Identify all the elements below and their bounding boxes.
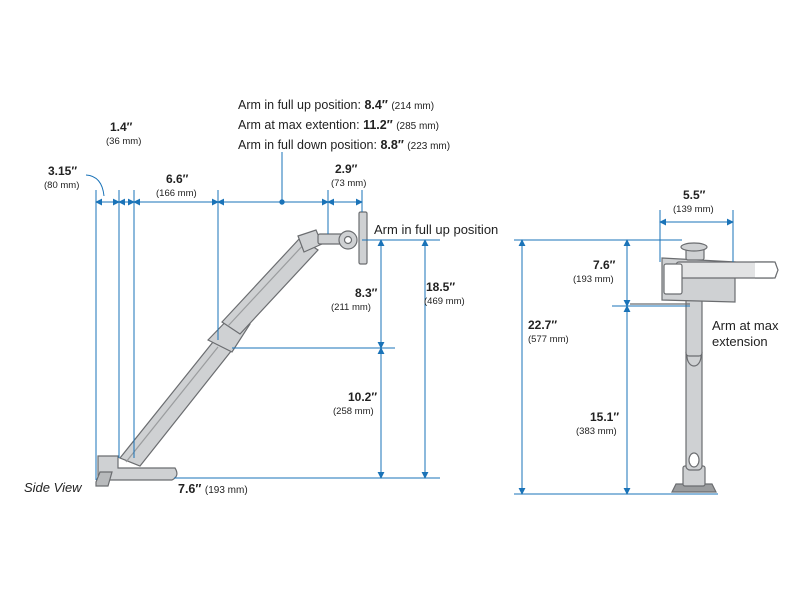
side-view-caption: Side View (24, 480, 82, 495)
dim-1-4-inch: 1.4″ (110, 120, 133, 134)
dim-22-7-mm: (577 mm) (528, 334, 569, 345)
max-extension-callout-line2: extension (712, 334, 768, 349)
dim-6-6-inch: 6.6″ (166, 172, 189, 186)
side-arm-illustration (95, 211, 368, 487)
dim-15-1-inch: 15.1″ (590, 410, 620, 424)
max-extension-callout-line1: Arm at max (712, 318, 779, 333)
dim-3-15-mm: (80 mm) (44, 180, 80, 191)
dim-18-5-mm: (469 mm) (424, 296, 465, 307)
front-dimension-lines (514, 210, 734, 495)
dim-8-3-inch: 8.3″ (355, 286, 378, 300)
full-down-position-line: Arm in full down position: 8.8″ (223 mm) (238, 138, 451, 152)
front-arm-illustration (630, 242, 779, 493)
dim-2-9-inch: 2.9″ (335, 162, 358, 176)
dim-1-4-mm: (36 mm) (106, 136, 142, 147)
max-extension-position-line: Arm at max extention: 11.2″ (285 mm) (238, 118, 439, 132)
dim-22-7-inch: 22.7″ (528, 318, 558, 332)
dim-7-6-front-inch: 7.6″ (593, 258, 616, 272)
full-up-callout: Arm in full up position (374, 222, 499, 237)
dim-10-2-mm: (258 mm) (333, 406, 374, 417)
dim-7-6-front-mm: (193 mm) (573, 274, 614, 285)
dim-7-6-side: 7.6″ (193 mm) (178, 482, 248, 496)
dim-18-5-inch: 18.5″ (426, 280, 456, 294)
dim-5-5-inch: 5.5″ (683, 188, 706, 202)
dim-2-9-mm: (73 mm) (331, 178, 367, 189)
dim-10-2-inch: 10.2″ (348, 390, 378, 404)
dim-6-6-mm: (166 mm) (156, 188, 197, 199)
side-dimension-lines (85, 152, 440, 480)
dim-3-15-inch: 3.15″ (48, 164, 78, 178)
dim-5-5-mm: (139 mm) (673, 204, 714, 215)
full-up-position-line: Arm in full up position: 8.4″ (214 mm) (238, 98, 435, 112)
dim-15-1-mm: (383 mm) (576, 426, 617, 437)
dim-8-3-mm: (211 mm) (331, 302, 371, 313)
